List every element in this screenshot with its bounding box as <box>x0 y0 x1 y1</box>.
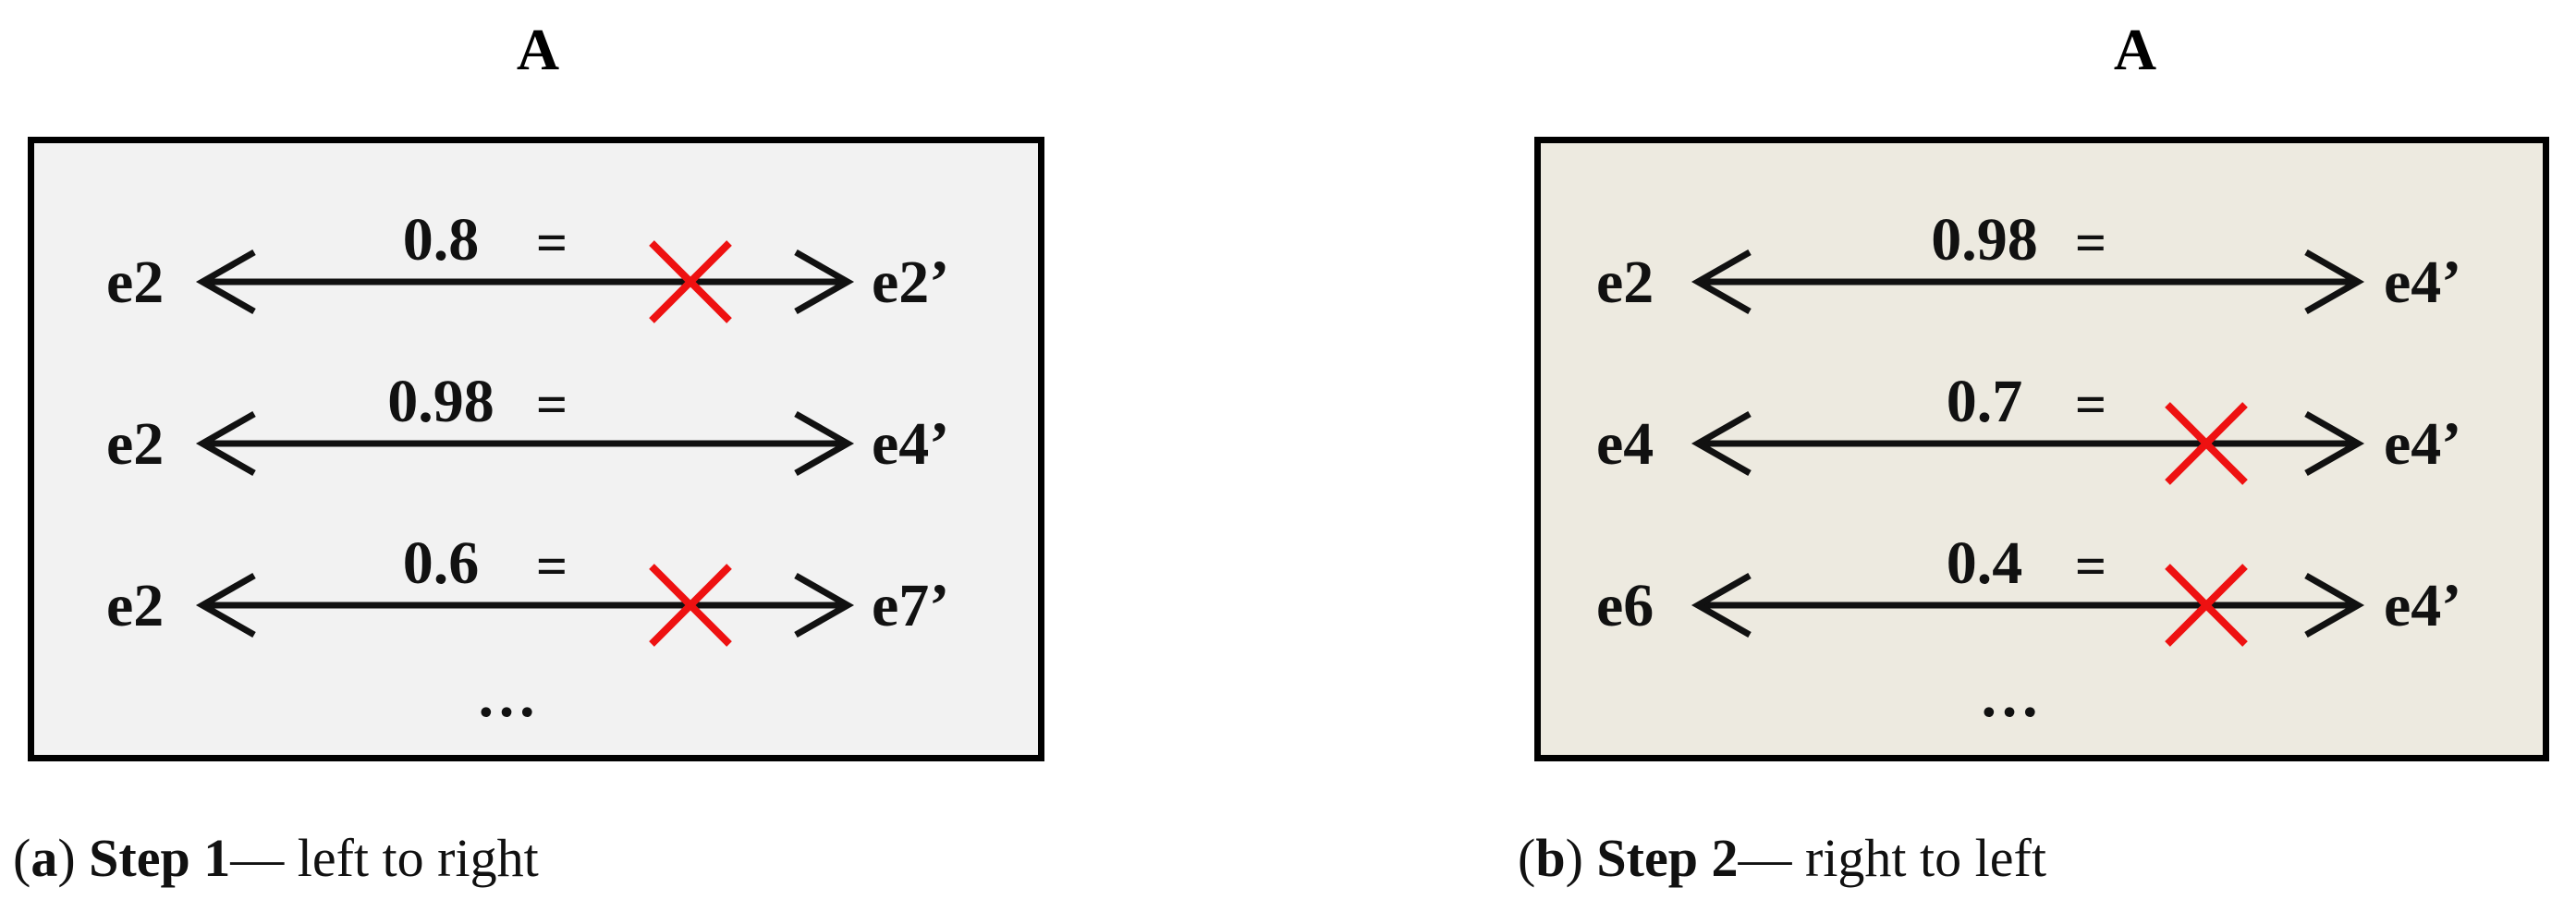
right-entity-label: e7’ <box>872 572 949 639</box>
caption-desc: — right to left <box>1738 828 2046 888</box>
arrowhead-left-icon <box>195 572 256 638</box>
caption-step: Step 2 <box>1596 828 1739 888</box>
similarity-value: 0.4 <box>1947 529 2023 597</box>
matching-diagram: e2 0.8 = e2’ e2 0.98 = e4’ e2 0.6 = e7’ … <box>106 206 949 730</box>
right-entity-label: e4’ <box>2384 572 2461 639</box>
left-entity-label: e2 <box>1596 249 1654 316</box>
rejected-cross-icon <box>649 564 732 647</box>
rejected-cross-icon <box>2165 564 2248 647</box>
matching-box: e2 0.98 = e4’ e4 0.7 = e4’ e6 0.4 = e4’ … <box>1534 137 2549 761</box>
caption-step: Step 1 <box>89 828 231 888</box>
equals-sign: = <box>536 374 568 435</box>
arrowhead-left-icon <box>1691 572 1752 638</box>
arrowhead-left-icon <box>195 410 256 477</box>
arrowhead-right-icon <box>794 249 855 315</box>
right-entity-label: e4’ <box>2384 410 2461 478</box>
caption: (b) Step 2— right to left <box>1518 828 2046 888</box>
panel-b: A e2 0.98 = e4’ e4 0.7 = e4’ e6 0.4 = e4’ … (b) Step… <box>1497 0 2576 924</box>
arrowhead-left-icon <box>195 249 256 315</box>
equals-sign: = <box>2075 213 2106 274</box>
left-entity-label: e4 <box>1596 410 1654 478</box>
left-entity-label: e2 <box>106 249 164 316</box>
rejected-cross-icon <box>2165 402 2248 485</box>
caption-desc: — left to right <box>230 828 539 888</box>
similarity-value: 0.6 <box>403 529 480 597</box>
similarity-value: 0.7 <box>1947 368 2023 435</box>
arrowhead-right-icon <box>794 410 855 477</box>
rejected-cross-icon <box>649 240 732 323</box>
arrowhead-right-icon <box>2304 249 2365 315</box>
left-entity-label: e6 <box>1596 572 1654 639</box>
equals-sign: = <box>2075 374 2106 435</box>
left-entity-label: e2 <box>106 572 164 639</box>
arrowhead-right-icon <box>794 572 855 638</box>
panel-title: A <box>2113 17 2157 82</box>
caption-letter: b <box>1535 828 1566 888</box>
right-entity-label: e4’ <box>2384 249 2461 316</box>
panel-a: A e2 0.8 = e2’ e2 0.98 = e4’ e2 0.6 = e7’ … (a) Step… <box>0 0 1109 924</box>
similarity-value: 0.98 <box>387 368 494 435</box>
equals-sign: = <box>536 536 568 597</box>
arrowhead-left-icon <box>1691 249 1752 315</box>
left-entity-label: e2 <box>106 410 164 478</box>
matching-box: e2 0.8 = e2’ e2 0.98 = e4’ e2 0.6 = e7’ … <box>28 137 1044 761</box>
equals-sign: = <box>2075 536 2106 597</box>
right-entity-label: e4’ <box>872 410 949 478</box>
caption: (a) Step 1— left to right <box>13 828 539 888</box>
similarity-value: 0.98 <box>1931 206 2038 274</box>
similarity-value: 0.8 <box>403 206 480 274</box>
panel-title: A <box>516 17 560 82</box>
arrowhead-left-icon <box>1691 410 1752 477</box>
ellipsis: … <box>1979 663 2040 730</box>
equals-sign: = <box>536 213 568 274</box>
caption-letter: a <box>31 828 58 888</box>
arrowhead-right-icon <box>2304 572 2365 638</box>
matching-diagram: e2 0.98 = e4’ e4 0.7 = e4’ e6 0.4 = e4’ … <box>1596 206 2461 730</box>
right-entity-label: e2’ <box>872 249 949 316</box>
arrowhead-right-icon <box>2304 410 2365 477</box>
ellipsis: … <box>476 663 537 730</box>
